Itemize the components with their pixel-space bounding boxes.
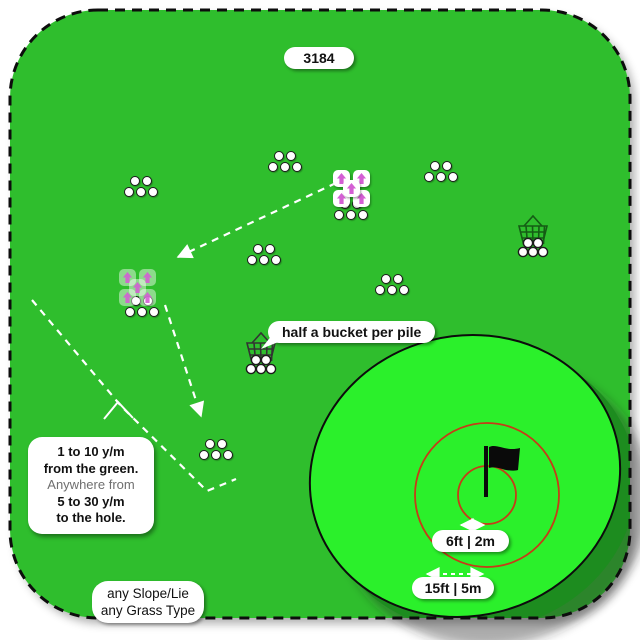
- ball-pile: [266, 151, 302, 180]
- golf-ball: [124, 187, 134, 197]
- golf-ball: [387, 285, 397, 295]
- golf-ball: [265, 244, 275, 254]
- outer-ring: [414, 422, 560, 568]
- ball-pile: [422, 161, 458, 190]
- bucket-icon: [245, 331, 277, 375]
- throw-arrow-down: [163, 304, 205, 418]
- conditions-line-2: any Grass Type: [100, 603, 196, 618]
- ball-pile: [122, 176, 158, 205]
- bucket-callout: half a bucket per pile: [261, 321, 436, 349]
- golf-ball: [346, 210, 356, 220]
- throw-square: [139, 269, 156, 286]
- golf-ball: [130, 176, 140, 186]
- info-line-2: from the green.: [43, 460, 139, 476]
- golf-ball: [253, 244, 263, 254]
- golf-ball: [149, 307, 159, 317]
- golf-ball: [393, 274, 403, 284]
- golf-ball: [274, 151, 284, 161]
- flag: [489, 445, 520, 471]
- up-arrow-icon: [142, 272, 153, 283]
- up-arrow-icon: [122, 292, 133, 303]
- distance-path: [31, 299, 237, 493]
- golf-ball: [280, 162, 290, 172]
- up-arrow-icon: [336, 173, 347, 184]
- conditions-line-1: any Slope/Lie: [107, 586, 189, 601]
- golf-ball: [286, 151, 296, 161]
- bucket-icon: [517, 214, 549, 258]
- up-arrow-icon: [132, 282, 143, 293]
- golf-ball: [205, 439, 215, 449]
- golf-ball: [223, 450, 233, 460]
- golf-ball: [271, 255, 281, 265]
- ball-pile: [373, 274, 409, 303]
- golf-ball: [399, 285, 409, 295]
- golf-ball: [358, 210, 368, 220]
- golf-ball: [247, 255, 257, 265]
- up-arrow-icon: [142, 292, 153, 303]
- ball-bucket: [239, 330, 283, 381]
- throw-square: [129, 279, 146, 296]
- throw-pile-faded: [117, 268, 159, 308]
- golf-ball: [442, 161, 452, 171]
- golf-ball: [381, 274, 391, 284]
- golf-ball: [259, 255, 269, 265]
- up-arrow-icon: [356, 173, 367, 184]
- golf-ball: [448, 172, 458, 182]
- inner-ring-label: 6ft | 2m: [432, 530, 509, 552]
- golf-ball: [125, 307, 135, 317]
- ball-pile: [197, 439, 233, 468]
- ball-bucket: [511, 213, 555, 264]
- golf-ball: [217, 439, 227, 449]
- drill-number-badge: 3184: [284, 47, 354, 69]
- golf-ball: [292, 162, 302, 172]
- outer-ring-label: 15ft | 5m: [412, 577, 494, 599]
- golf-ball: [199, 450, 209, 460]
- golf-ball: [136, 187, 146, 197]
- flag-pole: [484, 446, 488, 497]
- throw-square: [139, 289, 156, 306]
- info-line-1: 1 to 10 y/m: [57, 444, 125, 459]
- golf-ball: [137, 307, 147, 317]
- info-line-4: 5 to 30 y/m: [57, 493, 125, 509]
- golf-ball: [334, 210, 344, 220]
- throw-arrow-left: [176, 182, 337, 259]
- throw-pile: [331, 169, 373, 209]
- info-line-3: Anywhere from: [47, 477, 135, 492]
- up-arrow-icon: [336, 193, 347, 204]
- distance-tick: [103, 400, 134, 420]
- golf-ball: [430, 161, 440, 171]
- info-line-5: to the hole.: [56, 510, 126, 525]
- throw-square: [119, 269, 136, 286]
- throw-square: [343, 180, 360, 197]
- golf-ball: [142, 176, 152, 186]
- distance-info-box: 1 to 10 y/m from the green. Anywhere fro…: [28, 437, 154, 534]
- golf-ball: [375, 285, 385, 295]
- golf-ball: [211, 450, 221, 460]
- field-border: [8, 8, 632, 620]
- golf-ball: [268, 162, 278, 172]
- golf-ball: [436, 172, 446, 182]
- up-arrow-icon: [122, 272, 133, 283]
- up-arrow-icon: [346, 183, 357, 194]
- golf-ball: [131, 296, 141, 306]
- throw-square: [119, 289, 136, 306]
- up-arrow-icon: [356, 193, 367, 204]
- conditions-badge: any Slope/Lie any Grass Type: [92, 581, 204, 623]
- golf-ball: [424, 172, 434, 182]
- ball-pile: [245, 244, 281, 273]
- callout-text: half a bucket per pile: [282, 324, 422, 340]
- golf-ball: [148, 187, 158, 197]
